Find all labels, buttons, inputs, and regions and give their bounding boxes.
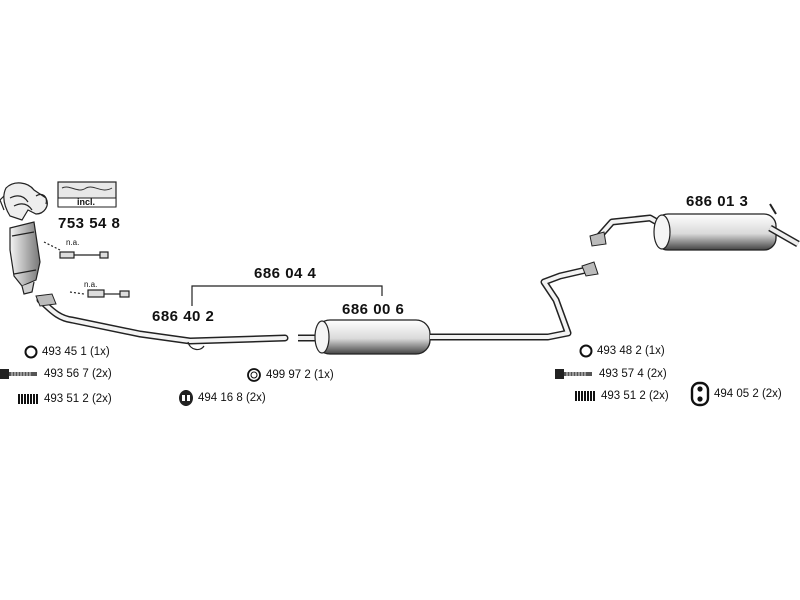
middle-silencer <box>298 319 431 355</box>
hardware-label: 494 16 8 (2x) <box>198 392 266 404</box>
part-number-middle-silencer: 686 00 6 <box>342 301 405 318</box>
bolt-icon <box>0 369 37 379</box>
part-number-manifold-kit: 753 54 8 <box>58 215 121 232</box>
hardware-item: 494 05 2 (2x) <box>690 381 782 407</box>
hardware-item: 494 16 8 (2x) <box>178 389 266 407</box>
hardware-label: 494 05 2 (2x) <box>714 388 782 400</box>
bolt-icon <box>555 369 592 379</box>
rubber-mount-icon <box>179 390 193 406</box>
incl-label: incl. <box>77 197 96 207</box>
exhaust-manifold <box>0 182 48 221</box>
assembly-bracket <box>191 285 383 306</box>
gasket-kit-box <box>57 181 117 208</box>
hardware-item: 493 57 4 (2x) <box>555 368 667 380</box>
lambda-sensor-2 <box>69 289 130 298</box>
hardware-label: 493 48 2 (1x) <box>597 345 665 357</box>
rear-silencer <box>589 203 800 251</box>
intermediate-pipe <box>430 261 599 341</box>
na-label-upper: n.a. <box>66 238 80 247</box>
hardware-label: 493 57 4 (2x) <box>599 368 667 380</box>
hardware-label: 493 51 2 (2x) <box>601 390 669 402</box>
hanger-icon <box>690 381 710 407</box>
spring-icon <box>18 394 38 404</box>
clamp-ring-icon <box>247 368 261 382</box>
ring-gasket-icon <box>579 344 593 358</box>
front-pipe <box>35 293 289 351</box>
hardware-label: 493 56 7 (2x) <box>44 368 112 380</box>
hardware-label: 493 45 1 (1x) <box>42 346 110 358</box>
spring-icon <box>575 391 595 401</box>
lambda-sensor-1 <box>43 241 109 259</box>
part-number-mid-assembly: 686 04 4 <box>254 265 317 282</box>
ring-gasket-icon <box>24 345 38 359</box>
hardware-item: 493 51 2 (2x) <box>575 390 669 402</box>
hardware-item: 493 48 2 (1x) <box>579 344 665 358</box>
hardware-item: 493 51 2 (2x) <box>18 393 112 405</box>
part-number-front-pipe: 686 40 2 <box>152 308 215 325</box>
hardware-item: 493 56 7 (2x) <box>0 368 112 380</box>
hardware-item: 499 97 2 (1x) <box>246 367 334 383</box>
hardware-label: 493 51 2 (2x) <box>44 393 112 405</box>
hardware-label: 499 97 2 (1x) <box>266 369 334 381</box>
catalytic-converter <box>9 221 41 295</box>
na-label-lower: n.a. <box>84 280 98 289</box>
part-number-rear-silencer: 686 01 3 <box>686 193 749 210</box>
hardware-item: 493 45 1 (1x) <box>24 345 110 359</box>
